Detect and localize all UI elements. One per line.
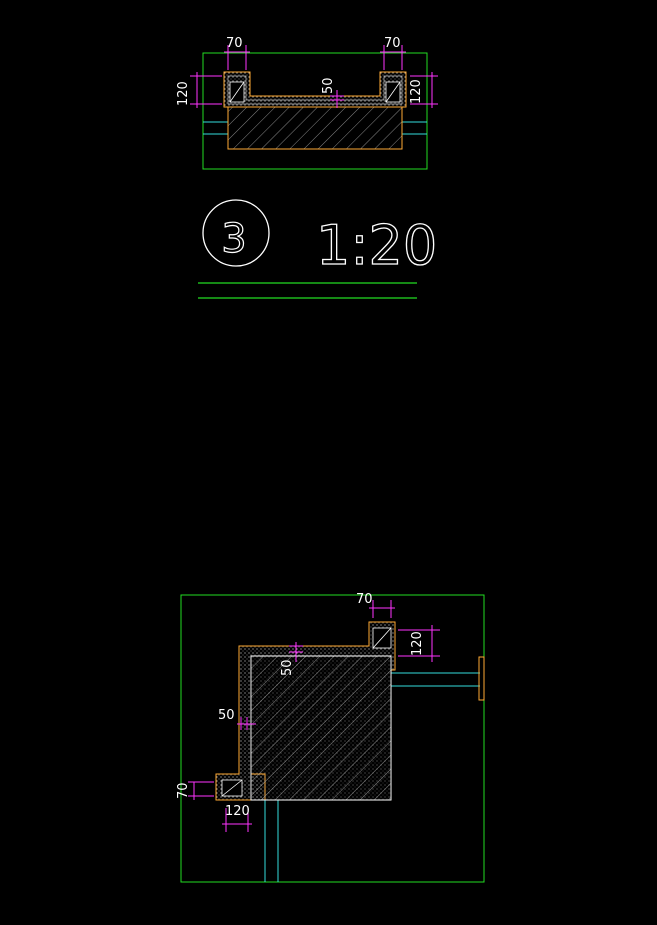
top-dim-right-width: 70: [384, 36, 401, 51]
pipe-flange: [478, 656, 485, 701]
top-frame: [202, 52, 428, 170]
detail-number: 3: [221, 216, 246, 262]
top-dim-left-height: 120: [176, 81, 191, 106]
top-section-detail: 70 70 120 120 50: [176, 36, 438, 170]
bottom-dim-right-height: 120: [410, 631, 425, 656]
detail-label: 3 1:20: [198, 199, 438, 299]
top-pipes: [203, 121, 427, 135]
scale-text: 1:20: [316, 214, 437, 277]
top-dim-right-height: 120: [409, 79, 424, 104]
bottom-frame: [180, 594, 485, 883]
detail-number-circle: [202, 199, 270, 267]
bottom-dim-left-height: 70: [176, 782, 191, 799]
bottom-pipes: [264, 672, 480, 882]
top-concrete-body: [227, 106, 403, 150]
bottom-dim-diag-thickness: 50: [280, 659, 295, 676]
bottom-dim-top-width: 70: [356, 592, 373, 607]
top-plaster-layer: [223, 71, 407, 108]
bottom-dim-side-thickness: 50: [218, 708, 235, 723]
top-dim-left-width: 70: [226, 36, 243, 51]
bottom-section-detail: 70 120 50 50 70 120: [176, 592, 485, 883]
top-dimension-lines: [190, 45, 438, 108]
bottom-dim-bottom-width: 120: [225, 804, 250, 819]
bottom-dimension-lines: [188, 600, 440, 832]
top-dim-middle-thickness: 50: [321, 77, 336, 94]
